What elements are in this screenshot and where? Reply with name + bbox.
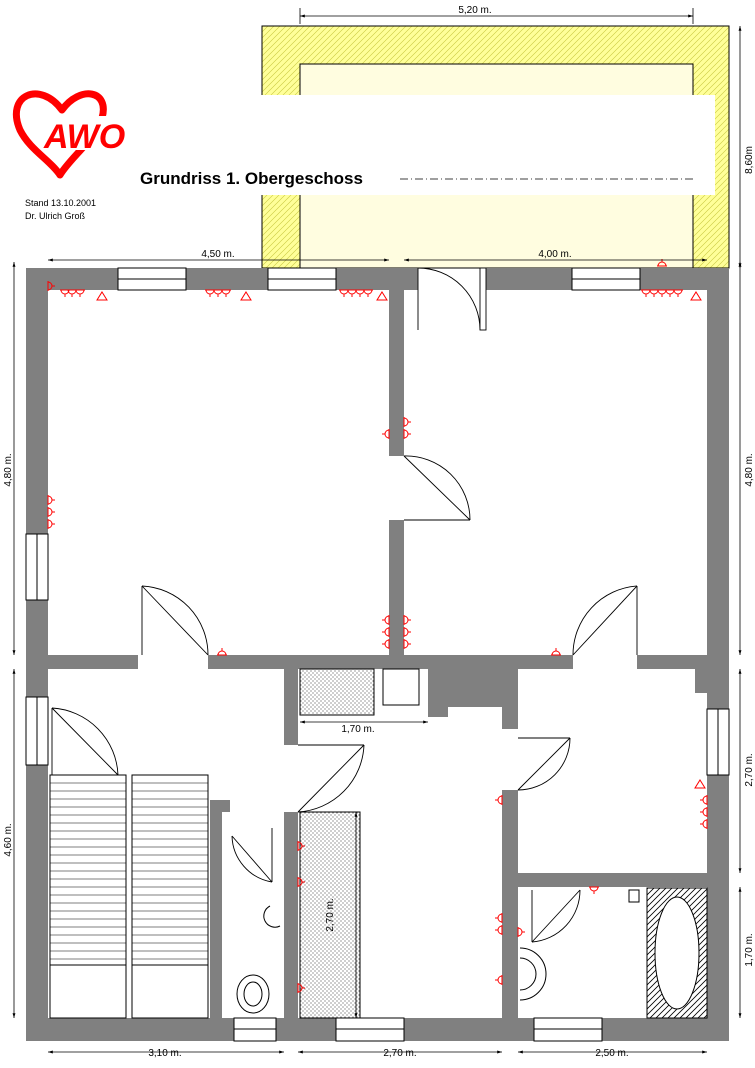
antenna-socket-symbol [240,291,252,301]
dim-top-balcony: 5,20 m. [458,5,491,16]
author-label: Dr. Ulrich Groß [25,211,86,221]
outlet-symbol [67,289,77,297]
stairs [49,774,209,1019]
walls [26,268,729,1041]
dimension-labels: 5,20 m. 8,60m 4,50 m. 4,00 m. 4,80 m. 4,… [3,5,755,1059]
dimension-lines [12,8,742,1054]
outlet-symbol [657,289,667,297]
awo-logo: AWO [12,90,128,179]
outlet-symbol [589,886,599,894]
outlet-symbol [403,615,411,625]
windows [25,267,730,1042]
page-title: Grundriss 1. Obergeschoss [140,169,363,188]
logo-text: AWO [43,118,125,156]
outlet-symbol [347,289,357,297]
outlet-symbol [382,615,390,625]
outlet-symbol [217,648,227,656]
outlet-symbol [403,429,411,439]
outlet-symbol [382,429,390,439]
outlet-symbol [641,289,651,297]
outlet-symbol [297,983,305,993]
outlet-symbol [47,507,55,517]
dim-bottom-left: 3,10 m. [148,1048,181,1059]
outlet-symbol [495,913,503,923]
outlet-symbol [382,639,390,649]
antenna-socket-symbol [690,291,702,301]
antenna-socket-symbol [96,291,108,301]
dim-right-middle: 2,70 m. [744,753,755,786]
dim-left-lower: 4,60 m. [3,823,14,856]
outlet-symbol [495,795,503,805]
dim-bottom-middle: 2,70 m. [383,1048,416,1059]
dim-top-right: 4,00 m. [538,249,571,260]
outlet-symbol [213,289,223,297]
doors [51,267,638,943]
outlet-symbol [297,877,305,887]
outlet-symbol [665,289,675,297]
outlet-symbol [403,627,411,637]
outlet-symbol [339,289,349,297]
fixtures [236,668,708,1019]
outlet-symbol [700,819,708,829]
dim-closet-width: 1,70 m. [341,724,374,735]
dim-right-balcony: 8,60m [744,146,755,174]
outlet-symbol [403,417,411,427]
outlet-symbol [47,519,55,529]
outlet-symbol [517,927,525,937]
outlet-symbol [551,648,561,656]
outlet-symbol [700,807,708,817]
dim-right-upper: 4,80 m. [744,453,755,486]
dim-right-lower: 1,70 m. [744,933,755,966]
outlet-symbol [700,795,708,805]
outlet-symbol [47,495,55,505]
dim-corridor-length: 2,70 m. [325,898,336,931]
outlet-symbol [221,289,231,297]
electrical-symbols [47,259,708,993]
outlet-symbol [47,281,55,291]
outlet-symbol [495,975,503,985]
outlet-symbol [297,841,305,851]
date-label: Stand 13.10.2001 [25,198,96,208]
outlet-symbol [495,925,503,935]
dim-bottom-right: 2,50 m. [595,1048,628,1059]
dim-top-left: 4,50 m. [201,249,234,260]
antenna-socket-symbol [376,291,388,301]
outlet-symbol [363,289,373,297]
outlet-symbol [673,289,683,297]
outlet-symbol [382,627,390,637]
dim-left-upper: 4,80 m. [3,453,14,486]
header-panel [130,95,715,195]
antenna-socket-symbol [694,779,706,789]
outlet-symbol [355,289,365,297]
outlet-symbol [649,289,659,297]
outlet-symbol [403,639,411,649]
outlet-symbol [205,289,215,297]
outlet-symbol [75,289,85,297]
